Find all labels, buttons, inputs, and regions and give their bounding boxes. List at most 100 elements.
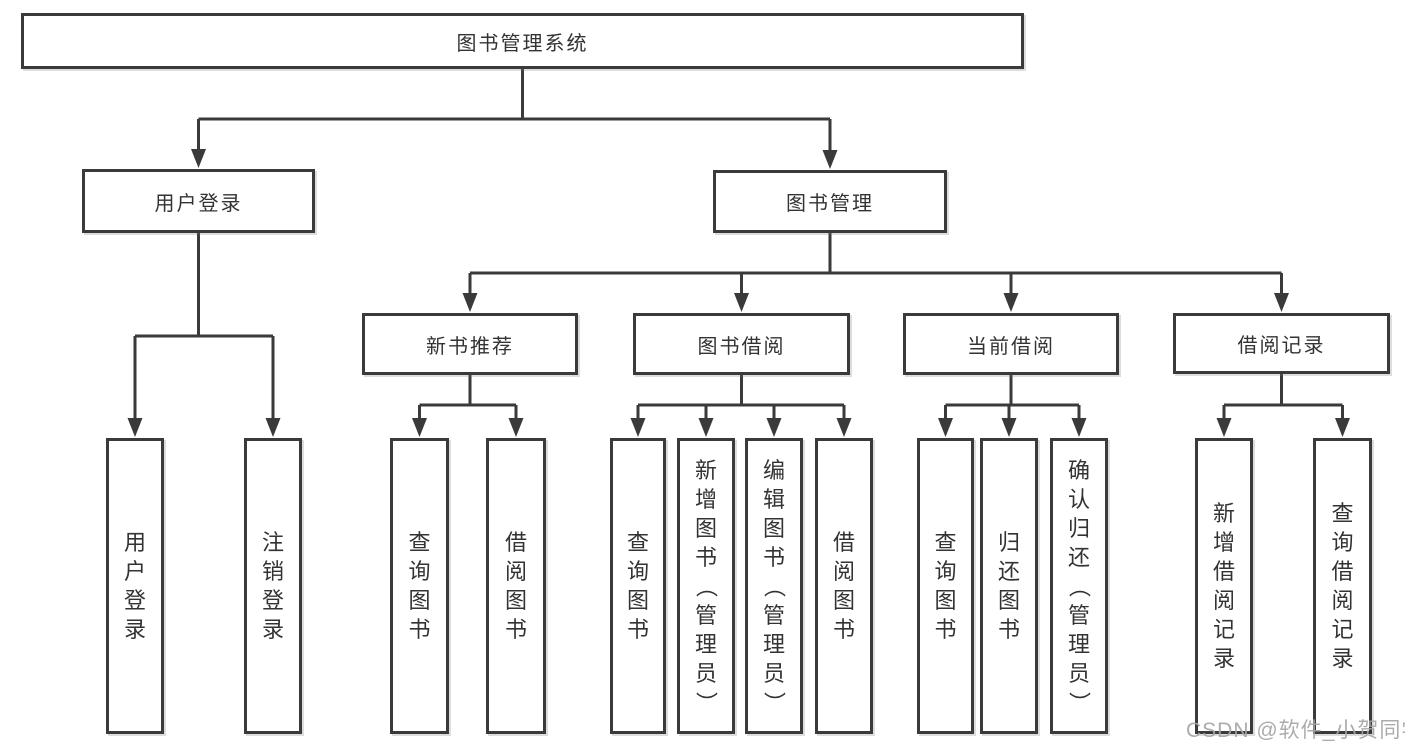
arrowhead-icon (1274, 293, 1289, 312)
vertical-char: 录 (1331, 646, 1354, 671)
arrowhead-icon (508, 418, 524, 437)
vertical-char: 查 (626, 530, 649, 555)
vertical-char: （ (693, 574, 719, 598)
diagram-node-br-add: 新增借阅记录 (1195, 438, 1253, 734)
watermark-text: CSDN @软件_小贺同学 (1186, 719, 1405, 742)
vertical-char: 借 (1212, 559, 1235, 584)
arrowhead-icon (938, 418, 953, 437)
arrowhead-icon (412, 418, 427, 437)
vertical-char: 图 (762, 515, 785, 541)
arrowhead-icon (1001, 418, 1017, 437)
vertical-char: 员 (1067, 660, 1090, 686)
diagram-node-br-query: 查询借阅记录 (1313, 438, 1372, 734)
vertical-char: 管 (694, 602, 717, 628)
vertical-char: 新 (1212, 501, 1235, 526)
vertical-char: 书 (934, 617, 957, 642)
diagram-node-bb-borrow: 借阅图书 (815, 438, 873, 734)
vertical-char: 阅 (504, 559, 527, 584)
vertical-char: 记 (1331, 617, 1354, 642)
vertical-char: 理 (1067, 631, 1090, 657)
arrowhead-icon (630, 418, 646, 437)
vertical-char: 图 (408, 588, 431, 613)
vertical-char: 增 (1212, 530, 1235, 555)
vertical-char: 录 (1212, 646, 1235, 671)
vertical-char: 归 (1067, 515, 1090, 541)
vertical-char: 图 (832, 588, 855, 613)
arrowhead-icon (734, 293, 749, 312)
diagram-node-bb-add: 新增图书 （ 管理员 ） (677, 438, 735, 734)
arrowhead-icon (462, 293, 478, 312)
vertical-char: 还 (997, 559, 1020, 584)
arrowhead-icon (191, 149, 206, 168)
vertical-char: 阅 (1212, 588, 1235, 613)
arrowhead-icon (1071, 418, 1087, 437)
vertical-char: 销 (261, 559, 284, 584)
vertical-char: 借 (832, 530, 855, 555)
vertical-char: 图 (997, 588, 1020, 613)
vertical-char: 录 (261, 617, 284, 642)
vertical-char: ） (761, 690, 787, 714)
vertical-char: ） (1066, 690, 1092, 714)
diagram-node-v-logout: 注销登录 (244, 438, 302, 734)
vertical-char: 户 (123, 559, 146, 584)
arrowhead-icon (1216, 418, 1232, 437)
vertical-char: （ (761, 574, 787, 598)
vertical-char: 编 (762, 457, 785, 483)
vertical-char: 借 (504, 530, 527, 555)
vertical-char: 询 (934, 559, 957, 584)
vertical-char: 理 (694, 631, 717, 657)
vertical-char: 书 (997, 617, 1020, 642)
vertical-char: 认 (1067, 486, 1090, 512)
vertical-char: 阅 (832, 559, 855, 584)
vertical-char: 书 (832, 617, 855, 642)
diagram-node-nb-borrow: 借阅图书 (486, 438, 546, 734)
vertical-char: 查 (934, 530, 957, 555)
vertical-char: 图 (934, 588, 957, 613)
arrowhead-icon (127, 418, 143, 437)
arrowhead-icon (766, 418, 782, 437)
arrowhead-icon (836, 418, 852, 437)
diagram-node-cb-confirm: 确认归还（管理员） (1050, 438, 1108, 734)
vertical-char: 书 (408, 617, 431, 642)
vertical-char: 询 (626, 559, 649, 584)
vertical-char: 管 (1067, 602, 1090, 628)
vertical-char: 辑 (762, 486, 785, 512)
diagram-node-user-login: 用户登录 (82, 169, 315, 233)
diagram-node-v-user-login: 用户登录 (106, 438, 164, 734)
vertical-char: 图 (504, 588, 527, 613)
vertical-char: 增 (694, 486, 717, 512)
diagram-node-cb-query: 查询图书 (917, 438, 974, 734)
arrowhead-icon (1003, 293, 1019, 312)
diagram-node-borrow-records: 借阅记录 (1173, 313, 1390, 374)
vertical-char: 查 (1331, 501, 1354, 526)
vertical-char: ） (693, 690, 719, 714)
arrowhead-icon (1335, 418, 1350, 437)
vertical-char: 记 (1212, 617, 1235, 642)
vertical-char: 确 (1067, 457, 1090, 483)
arrowhead-icon (698, 418, 714, 437)
vertical-char: 登 (261, 588, 284, 613)
vertical-char: 借 (1331, 559, 1354, 584)
vertical-char: 用 (123, 530, 146, 555)
vertical-char: 理 (762, 631, 785, 657)
vertical-char: 阅 (1331, 588, 1354, 613)
diagram-node-book-mgmt: 图书管理 (713, 170, 947, 233)
diagram-node-current-borrow: 当前借阅 (903, 313, 1119, 375)
vertical-char: 员 (694, 660, 717, 686)
diagram-node-cb-return: 归还图书 (980, 438, 1038, 734)
vertical-char: 登 (123, 588, 146, 613)
vertical-char: 归 (997, 530, 1020, 555)
arrowhead-icon (265, 418, 281, 437)
vertical-char: 询 (1331, 530, 1354, 555)
vertical-char: 新 (694, 457, 717, 483)
vertical-char: 注 (261, 530, 284, 555)
vertical-char: 图 (694, 515, 717, 541)
diagram-node-bb-edit: 编辑图书（管理员） (745, 438, 803, 734)
vertical-char: 管 (762, 602, 785, 628)
vertical-char: 询 (408, 559, 431, 584)
vertical-char: 书 (694, 544, 717, 570)
vertical-char: 书 (626, 617, 649, 642)
diagram-node-root: 图书管理系统 (21, 13, 1024, 69)
